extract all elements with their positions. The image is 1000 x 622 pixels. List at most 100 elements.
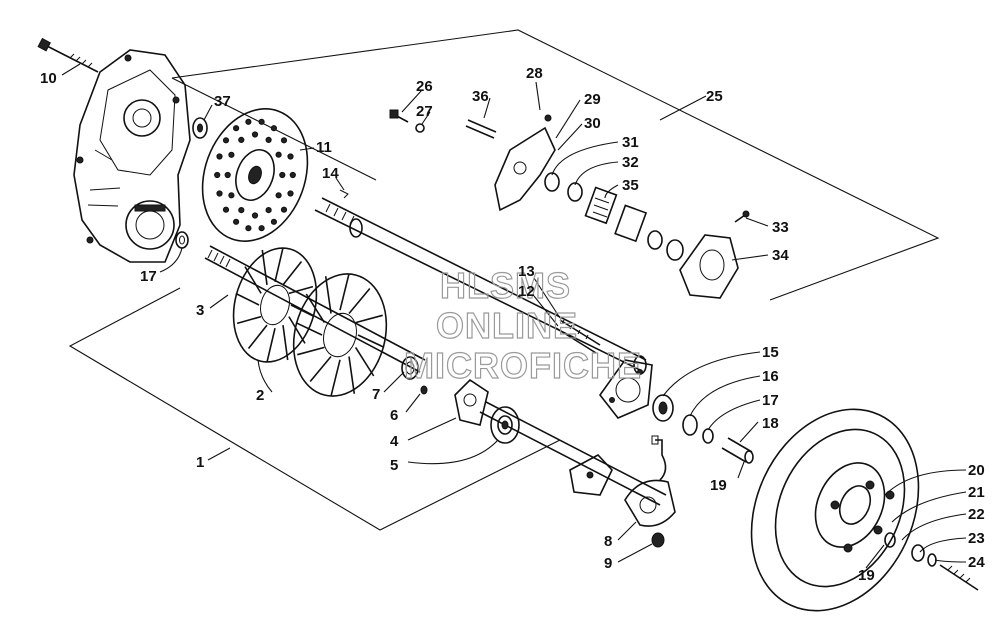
callout-35: 35 — [622, 177, 639, 194]
bolt-24 — [939, 564, 979, 591]
disc-hole — [224, 171, 231, 179]
disc-hole — [233, 218, 240, 225]
sleeve-18 — [721, 437, 754, 464]
callout-labels: 10 37 11 14 17 3 2 7 6 4 5 1 26 27 36 28… — [40, 65, 985, 584]
callout-11: 11 — [316, 139, 332, 156]
disc-hole — [279, 171, 286, 179]
piston-orings — [647, 230, 684, 261]
callout-21: 21 — [968, 484, 985, 501]
clutch-fin — [288, 316, 306, 344]
clutch-fin — [309, 355, 332, 383]
clutch-fin — [324, 276, 332, 314]
clutch-fin — [330, 359, 341, 396]
assembly-outline-1 — [68, 287, 561, 531]
bearing-15 — [652, 394, 674, 422]
caliper-bracket-28 — [494, 114, 556, 212]
brake-pads-35 — [584, 186, 648, 243]
callout-13: 13 — [518, 263, 535, 280]
disc-hole — [258, 118, 265, 125]
clutch-fin — [244, 266, 262, 294]
disc-hole — [251, 212, 259, 219]
pin-36 — [465, 119, 497, 139]
disc-hole — [289, 171, 296, 179]
clutch-fin — [354, 346, 375, 377]
callout-28: 28 — [526, 65, 543, 82]
disc-hole — [245, 225, 252, 232]
driven-clutch-2 — [232, 247, 388, 397]
clutch-fin — [297, 346, 325, 356]
clutch-fin — [339, 274, 350, 311]
disc-hole — [216, 190, 223, 197]
nut-9 — [651, 532, 665, 548]
brake-plate — [569, 454, 613, 496]
callout-20: 20 — [968, 462, 985, 479]
disc-hole — [222, 206, 230, 213]
disc-hole — [270, 125, 277, 132]
callout-17-right: 17 — [762, 392, 779, 409]
callout-30: 30 — [584, 115, 601, 132]
callout-7: 7 — [372, 386, 380, 403]
disc-hole — [265, 136, 272, 143]
callout-1: 1 — [196, 454, 204, 471]
clutch-fin — [236, 315, 262, 325]
disc-hole — [258, 225, 265, 232]
brake-drum — [750, 408, 920, 612]
clutch-fin — [295, 321, 323, 336]
callout-26: 26 — [416, 78, 433, 95]
callout-4: 4 — [390, 433, 399, 450]
bleeder-33 — [734, 210, 750, 223]
callout-10: 10 — [40, 70, 57, 87]
watermark-line-1: HLSMS — [440, 265, 571, 306]
washer-37 — [192, 117, 208, 139]
callout-22: 22 — [968, 506, 985, 523]
caliper-34 — [679, 234, 739, 299]
clutch-fin — [282, 261, 303, 286]
callout-19-upper: 19 — [710, 477, 727, 494]
callout-32: 32 — [622, 154, 639, 171]
callout-2: 2 — [256, 387, 264, 404]
brake-disc-11 — [201, 108, 309, 242]
bushing-17-left — [175, 231, 189, 249]
callout-17-left: 17 — [140, 268, 157, 285]
callout-23: 23 — [968, 530, 985, 547]
callout-3: 3 — [196, 302, 204, 319]
clutch-fin — [266, 328, 276, 362]
disc-hole — [270, 218, 277, 225]
clutch-fin — [261, 249, 268, 286]
disc-hole — [287, 190, 294, 197]
spacer-12-13 — [555, 319, 601, 354]
clutch-fin — [355, 314, 383, 324]
washer-16 — [682, 414, 698, 436]
disc-hole — [228, 192, 235, 199]
bolt-26 — [389, 109, 409, 123]
washer-22-23 — [884, 532, 937, 567]
callout-8: 8 — [604, 533, 612, 550]
callout-16: 16 — [762, 368, 779, 385]
watermark-line-2: ONLINE — [436, 305, 578, 346]
clutch-fin — [348, 287, 371, 315]
bearing-housing — [599, 359, 653, 419]
watermark: HLSMS ONLINE MICROFICHE — [403, 264, 641, 386]
brake-shoe-8 — [624, 479, 676, 527]
callout-6: 6 — [390, 407, 398, 424]
disc-hole — [228, 151, 235, 158]
callout-33: 33 — [772, 219, 789, 236]
callout-12: 12 — [518, 283, 535, 300]
bearing-5 — [490, 406, 520, 444]
callout-19-lower: 19 — [858, 567, 875, 584]
bearing-plate-4 — [454, 378, 489, 426]
disc-hole — [238, 136, 245, 143]
disc-hole — [265, 207, 272, 214]
clutch-fin — [282, 324, 289, 361]
callout-9: 9 — [604, 555, 612, 572]
upper-shaft — [314, 189, 647, 375]
washer-27 — [415, 123, 425, 133]
callout-27: 27 — [416, 103, 433, 120]
callout-36: 36 — [472, 88, 489, 105]
main-axle — [479, 401, 667, 506]
callout-18: 18 — [762, 415, 779, 432]
callout-14: 14 — [322, 165, 339, 182]
callout-29: 29 — [584, 91, 601, 108]
callout-34: 34 — [772, 247, 789, 264]
